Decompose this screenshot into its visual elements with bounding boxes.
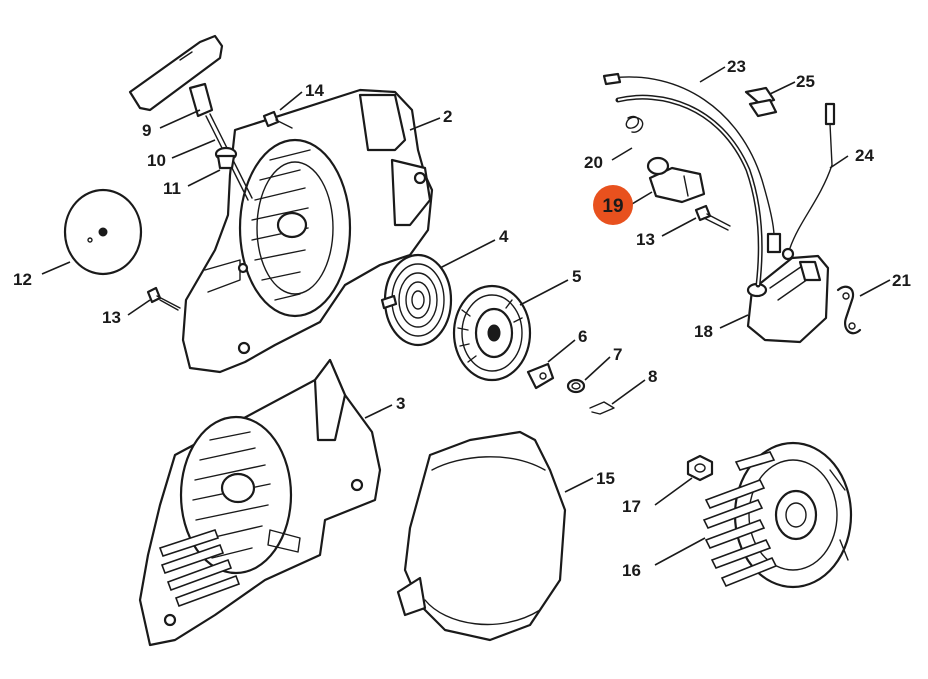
callout-5: 5 <box>572 267 581 286</box>
callout-23: 23 <box>727 57 746 76</box>
callout-18: 18 <box>694 322 713 341</box>
callout-13-left: 13 <box>102 308 121 327</box>
part-rope-rotor[interactable] <box>452 284 532 382</box>
part-spark-plug-boot[interactable] <box>646 156 706 204</box>
callout-11: 11 <box>163 179 181 198</box>
callout-17: 17 <box>622 497 641 516</box>
leader-lines <box>41 66 891 566</box>
callout-2: 2 <box>443 107 452 126</box>
part-spring-clip[interactable] <box>589 401 615 415</box>
callout-6: 6 <box>578 327 587 346</box>
part-rope-bushing[interactable] <box>214 146 238 170</box>
callout-14: 14 <box>305 81 324 100</box>
part-screw-top[interactable] <box>262 110 293 129</box>
part-washer[interactable] <box>566 378 586 394</box>
callout-21: 21 <box>892 271 911 290</box>
part-pawl[interactable] <box>526 362 555 390</box>
callout-13-right: 13 <box>636 230 655 249</box>
callout-12: 12 <box>13 270 32 289</box>
callout-24: 24 <box>855 146 874 165</box>
part-starter-cover[interactable] <box>181 88 434 374</box>
part-flywheel[interactable] <box>702 441 853 589</box>
part-spring[interactable] <box>625 115 644 133</box>
callout-20: 20 <box>584 153 603 172</box>
part-rewind-spring[interactable] <box>380 253 453 347</box>
part-screw-right[interactable] <box>694 204 731 231</box>
callout-9: 9 <box>142 121 151 140</box>
part-clamp[interactable] <box>744 86 778 118</box>
part-ground-wire[interactable] <box>781 102 836 261</box>
part-fan-housing[interactable] <box>138 358 382 647</box>
part-screw-left[interactable] <box>146 286 181 311</box>
part-ignition-module[interactable] <box>746 254 830 344</box>
callout-15: 15 <box>596 469 615 488</box>
callout-8: 8 <box>648 367 657 386</box>
part-starter-grip[interactable] <box>128 34 224 118</box>
highlight-badge <box>593 185 633 225</box>
part-shroud[interactable] <box>396 430 567 642</box>
callout-25: 25 <box>796 72 815 91</box>
callout-4: 4 <box>499 227 509 246</box>
part-cover-plate[interactable] <box>63 188 143 276</box>
callout-labels: 2 3 4 5 6 7 8 9 10 11 12 13 13 14 15 16 … <box>13 57 911 580</box>
part-bracket-clip[interactable] <box>836 285 862 335</box>
part-nut[interactable] <box>686 454 714 482</box>
highlight-callout-19[interactable]: 19 <box>593 185 633 225</box>
highlight-number: 19 <box>602 196 623 217</box>
callout-10: 10 <box>147 151 166 170</box>
callout-3: 3 <box>396 394 405 413</box>
callout-7: 7 <box>613 345 622 364</box>
part-ignition-lead[interactable] <box>602 72 782 288</box>
callout-16: 16 <box>622 561 641 580</box>
